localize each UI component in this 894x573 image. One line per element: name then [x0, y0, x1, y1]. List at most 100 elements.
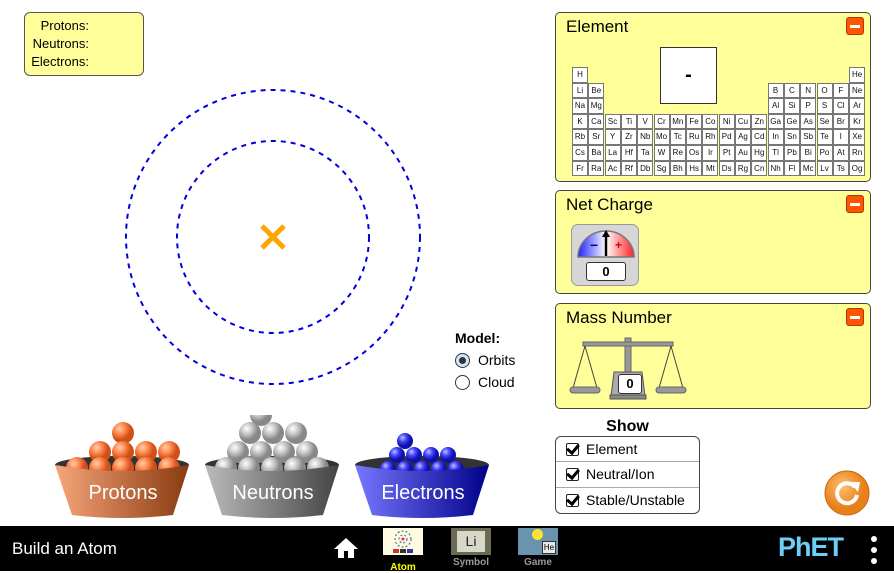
element-cell: Ru: [686, 129, 703, 145]
element-cell: Ga: [767, 113, 784, 130]
element-cell: Mo: [653, 129, 670, 145]
element-cell: Ra: [588, 160, 605, 177]
element-cell: Fe: [686, 113, 703, 130]
element-cell: Tc: [669, 129, 686, 145]
inner-orbit: [176, 140, 370, 334]
element-cell: Cu: [735, 113, 751, 130]
element-cell: I: [832, 129, 849, 145]
navigation-bar: Build an Atom Atom Li Symbol He Game PhE…: [0, 526, 894, 573]
options-menu-button[interactable]: [868, 536, 880, 564]
element-cell: N: [800, 82, 817, 99]
outer-orbit: [125, 89, 421, 385]
net-charge-minimize-button[interactable]: [846, 195, 864, 213]
element-cell: Xe: [849, 129, 866, 145]
screen-tab-game[interactable]: He Game: [517, 528, 559, 568]
home-button[interactable]: [333, 536, 359, 560]
reset-all-button[interactable]: [824, 470, 870, 516]
checkbox-checked-icon[interactable]: [566, 467, 579, 481]
element-cell: Rn: [849, 145, 866, 161]
checkbox-checked-icon[interactable]: [566, 493, 579, 507]
show-neutral-ion-label: Neutral/Ion: [586, 466, 655, 483]
phet-logo[interactable]: PhET: [778, 532, 844, 562]
radio-unselected-icon[interactable]: [455, 374, 470, 390]
model-orbits-radio[interactable]: Orbits: [455, 352, 515, 368]
atom-tab-label: Atom: [390, 562, 416, 573]
protons-bucket-label: Protons: [88, 482, 158, 504]
element-cell: Rf: [620, 160, 637, 177]
protons-bucket[interactable]: [55, 422, 189, 518]
model-cloud-radio[interactable]: Cloud: [455, 374, 515, 390]
element-cell: Ne: [849, 82, 866, 99]
element-panel-title: Element: [566, 17, 629, 36]
element-cell: He: [849, 67, 866, 83]
show-stable-unstable-checkbox[interactable]: Stable/Unstable: [556, 488, 699, 513]
element-cell: Hf: [620, 145, 637, 161]
element-cell: Cn: [751, 160, 768, 177]
element-cell: Ni: [718, 113, 735, 130]
element-minimize-button[interactable]: [846, 17, 864, 35]
screen-tab-atom[interactable]: Atom: [382, 528, 424, 573]
orbits-label: Orbits: [478, 352, 516, 368]
net-charge-panel: Net Charge − + 0: [555, 190, 871, 294]
element-cell: Sb: [800, 129, 817, 145]
checkbox-checked-icon[interactable]: [566, 442, 579, 456]
element-cell: P: [800, 98, 817, 114]
element-cell: Ac: [604, 160, 621, 177]
element-cell: F: [832, 82, 849, 99]
radio-selected-icon[interactable]: [455, 352, 470, 368]
element-cell: Br: [832, 113, 849, 130]
element-cell: Os: [686, 145, 703, 161]
show-options-box: Element Neutral/Ion Stable/Unstable: [555, 436, 700, 514]
screen-tab-symbol[interactable]: Li Symbol: [450, 528, 492, 568]
element-cell: Tl: [767, 145, 784, 161]
symbol-tab-label: Symbol: [452, 557, 490, 568]
element-cell: W: [653, 145, 670, 161]
element-cell: Ar: [849, 98, 866, 114]
element-cell: C: [783, 82, 800, 99]
electrons-count-label: Electrons:: [31, 54, 89, 69]
element-cell: Ti: [620, 113, 637, 130]
sim-title: Build an Atom: [12, 539, 117, 558]
neutrons-bucket[interactable]: [205, 415, 339, 518]
element-cell: Ag: [735, 129, 751, 145]
protons-count-label: Protons:: [40, 18, 89, 33]
show-title: Show: [606, 418, 649, 435]
element-cell: Re: [669, 145, 686, 161]
element-cell: Na: [572, 98, 588, 114]
electrons-bucket[interactable]: [355, 433, 489, 518]
model-title: Model:: [455, 330, 501, 346]
mass-number-value: 0: [618, 374, 642, 394]
show-neutral-ion-checkbox[interactable]: Neutral/Ion: [556, 462, 699, 488]
element-cell: Co: [702, 113, 719, 130]
element-cell: At: [832, 145, 849, 161]
element-cell: Ds: [718, 160, 735, 177]
element-cell: Cs: [572, 145, 588, 161]
element-cell: Rh: [702, 129, 719, 145]
element-cell: Rb: [572, 129, 588, 145]
element-cell: H: [572, 67, 588, 83]
net-charge-title: Net Charge: [566, 195, 653, 214]
mass-number-minimize-button[interactable]: [846, 308, 864, 326]
show-element-label: Element: [586, 441, 638, 458]
nucleus-x-icon: [260, 224, 286, 250]
svg-text:+: +: [615, 238, 622, 252]
element-cell: Ta: [637, 145, 654, 161]
element-cell: S: [816, 98, 833, 114]
symbol-screen-icon: Li: [451, 528, 491, 555]
element-cell: Y: [604, 129, 621, 145]
element-cell: Fr: [572, 160, 588, 177]
element-cell: Bh: [669, 160, 686, 177]
element-cell: Al: [767, 98, 784, 114]
charge-meter: − + 0: [571, 224, 639, 286]
element-cell: O: [816, 82, 833, 99]
element-cell: Nb: [637, 129, 654, 145]
particle-buckets: [55, 415, 489, 518]
element-cell: B: [767, 82, 784, 99]
element-cell: Db: [637, 160, 654, 177]
element-cell: Ir: [702, 145, 719, 161]
element-cell: Mg: [588, 98, 605, 114]
element-cell: Pt: [718, 145, 735, 161]
atom-view: [125, 89, 421, 385]
show-element-checkbox[interactable]: Element: [556, 437, 699, 463]
